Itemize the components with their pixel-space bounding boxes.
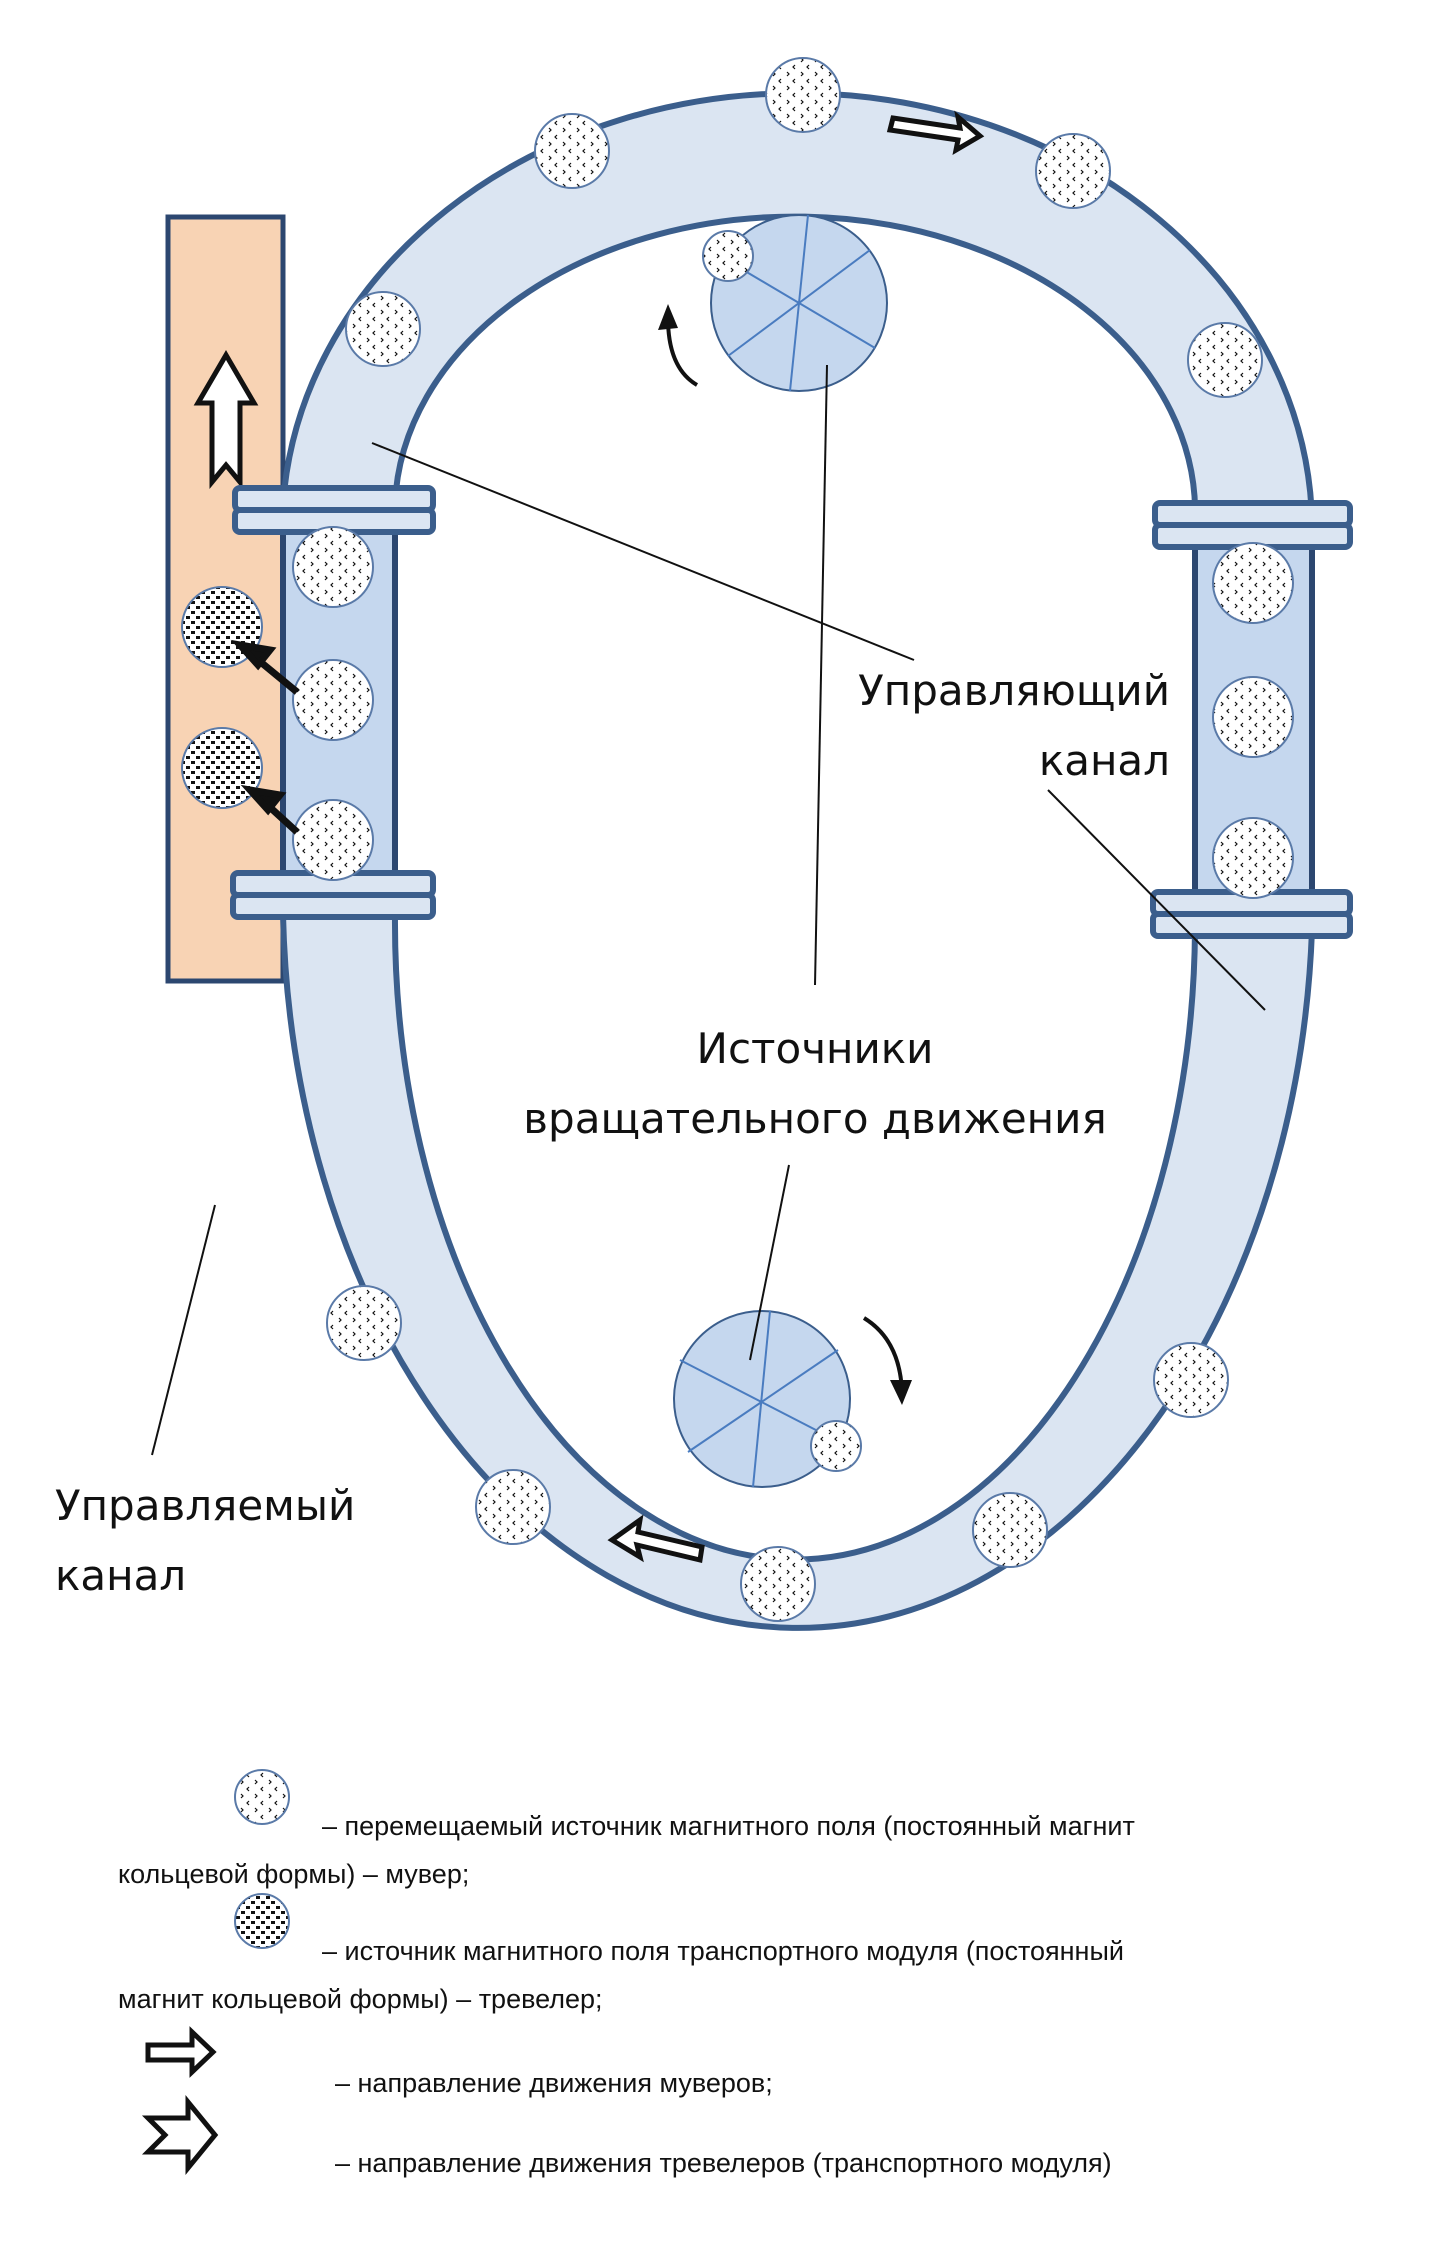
flange-left-top xyxy=(232,485,436,535)
mover-direction-arrow-icon xyxy=(145,2026,217,2078)
mover-magnet-icon xyxy=(292,659,374,741)
label-controlled-channel: Управляемый xyxy=(55,1481,355,1530)
mover-magnet-icon xyxy=(1212,817,1294,899)
mover-magnet-icon xyxy=(1153,1342,1229,1418)
mover-magnet-icon xyxy=(534,113,610,189)
legend-traveler-direction: – направление движения тревелеров (транс… xyxy=(335,2148,1112,2178)
transfer-arrows xyxy=(230,639,300,835)
legend-mover-line2: кольцевой формы) – мувер; xyxy=(118,1859,469,1889)
traveler-direction-arrow-icon xyxy=(141,2094,219,2176)
mover-magnet-icon xyxy=(292,799,374,881)
label-control-channel-2: канал xyxy=(1039,736,1170,785)
mover-magnet-icon xyxy=(1212,542,1294,624)
movers xyxy=(292,57,1294,1622)
label-rotation-sources: Источники xyxy=(697,1024,934,1073)
mover-direction-arrow-icon xyxy=(886,110,985,155)
traveler-direction-arrow-icon xyxy=(193,350,259,489)
leader-lines xyxy=(151,364,1266,1456)
mover-magnet-icon xyxy=(810,1420,862,1472)
legend-mover-direction: – направление движения муверов; xyxy=(335,2068,773,2098)
controlled-channel xyxy=(165,214,286,984)
label-rotation-sources-2: вращательного движения xyxy=(523,1094,1106,1143)
mover-magnet-icon xyxy=(740,1546,816,1622)
mover-magnet-icon xyxy=(475,1469,551,1545)
legend-traveler-line1: – источник магнитного поля транспортного… xyxy=(322,1936,1124,1966)
legend: – перемещаемый источник магнитного поля … xyxy=(118,1769,1135,2178)
rotation-source-bottom xyxy=(673,1310,912,1488)
mover-magnet-icon xyxy=(292,526,374,608)
mover-magnet-icon xyxy=(702,230,754,282)
mover-magnet-icon xyxy=(972,1492,1048,1568)
flange-right-top xyxy=(1152,500,1353,550)
rotation-source-top xyxy=(658,214,888,392)
traveler-magnet-icon xyxy=(181,727,263,809)
flange-right-bottom xyxy=(1150,889,1353,939)
travelers xyxy=(181,586,263,809)
ring-bottom-arc xyxy=(279,912,1316,1631)
mover-magnet-icon xyxy=(1187,322,1263,398)
mover-magnet-icon xyxy=(765,57,841,133)
mover-direction-arrow-icon xyxy=(607,1514,705,1564)
legend-traveler-line2: магнит кольцевой формы) – тревелер; xyxy=(118,1984,603,2014)
mover-magnet-icon xyxy=(345,291,421,367)
legend-mover-line1: – перемещаемый источник магнитного поля … xyxy=(322,1811,1135,1841)
mover-magnet-icon xyxy=(234,1769,290,1825)
label-controlled-channel-2: канал xyxy=(55,1551,186,1600)
flange-left-bottom xyxy=(230,870,436,920)
label-control-channel: Управляющий xyxy=(858,666,1170,715)
mover-magnet-icon xyxy=(1035,133,1111,209)
traveler-magnet-icon xyxy=(234,1893,290,1949)
mover-magnet-icon xyxy=(1212,676,1294,758)
mover-magnet-icon xyxy=(326,1285,402,1361)
